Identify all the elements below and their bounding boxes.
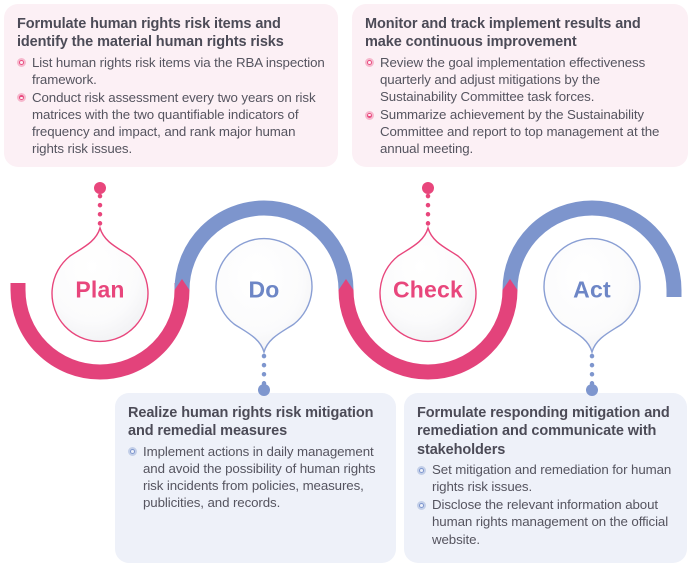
- bullet-icon: [417, 500, 426, 510]
- card-do-bullet-list: Implement actions in daily management an…: [128, 443, 383, 511]
- bullet-icon: [417, 465, 426, 475]
- wave-arc-blue-act: [502, 200, 682, 297]
- card-act-title: Formulate responding mitigation and reme…: [417, 405, 670, 458]
- list-item: Review the goal implementation effective…: [365, 54, 675, 105]
- card-plan-bullet-list: List human rights risk items via the RBA…: [17, 54, 325, 157]
- wave-band: [10, 200, 682, 380]
- connector-dot-plan: [94, 182, 106, 194]
- wave-arc-pink-plan: [10, 283, 190, 380]
- list-item-text: Review the goal implementation effective…: [380, 54, 646, 104]
- wave-arc-pink-check: [338, 289, 518, 380]
- bullet-icon: [365, 58, 374, 68]
- list-item: Conduct risk assessment every two years …: [17, 89, 325, 157]
- list-item: Disclose the relevant information about …: [417, 496, 674, 547]
- node-label-do: Do: [248, 276, 280, 303]
- pdca-cycle-graphic: Plan Do Check Act: [0, 180, 691, 405]
- list-item: Summarize achievement by the Sustainabil…: [365, 106, 675, 157]
- bubble-check: [379, 225, 477, 343]
- node-label-check: Check: [392, 276, 464, 303]
- list-item-text: Disclose the relevant information about …: [432, 497, 669, 547]
- card-check-bullet-list: Review the goal implementation effective…: [365, 54, 675, 157]
- wave-arc-blue-do: [174, 200, 354, 291]
- bullet-icon: [128, 447, 137, 457]
- card-act: Formulate responding mitigation and reme…: [404, 393, 687, 563]
- node-label-act: Act: [573, 276, 611, 303]
- card-do-title: Realize human rights risk mitigation and…: [128, 405, 374, 440]
- bubble-act: [543, 237, 641, 355]
- bullet-icon: [17, 93, 26, 103]
- connector-dot-do: [258, 384, 270, 396]
- wave-junction-notches: [174, 279, 518, 290]
- list-item-text: List human rights risk items via the RBA…: [32, 54, 325, 87]
- list-item: List human rights risk items via the RBA…: [17, 54, 325, 88]
- list-item: Implement actions in daily management an…: [128, 443, 383, 511]
- bullet-icon: [365, 110, 374, 120]
- card-check: Monitor and track implement results and …: [352, 4, 688, 168]
- list-item-text: Set mitigation and remediation for human…: [432, 462, 672, 495]
- connector-dot-check: [422, 182, 434, 194]
- card-do: Realize human rights risk mitigation and…: [115, 393, 396, 563]
- card-plan: Formulate human rights risk items and id…: [4, 4, 338, 168]
- list-item-text: Summarize achievement by the Sustainabil…: [380, 107, 660, 157]
- bullet-icon: [17, 58, 26, 68]
- card-plan-title: Formulate human rights risk items and id…: [17, 16, 284, 51]
- bubble-plan: [51, 225, 149, 343]
- list-item: Set mitigation and remediation for human…: [417, 461, 674, 495]
- connector-dot-act: [586, 384, 598, 396]
- node-label-plan: Plan: [75, 276, 125, 303]
- list-item-text: Implement actions in daily management an…: [143, 443, 376, 511]
- card-check-title: Monitor and track implement results and …: [365, 16, 641, 51]
- bubble-do: [215, 237, 313, 355]
- card-act-bullet-list: Set mitigation and remediation for human…: [417, 461, 674, 547]
- list-item-text: Conduct risk assessment every two years …: [32, 89, 316, 157]
- pdca-wave-svg: [10, 182, 682, 396]
